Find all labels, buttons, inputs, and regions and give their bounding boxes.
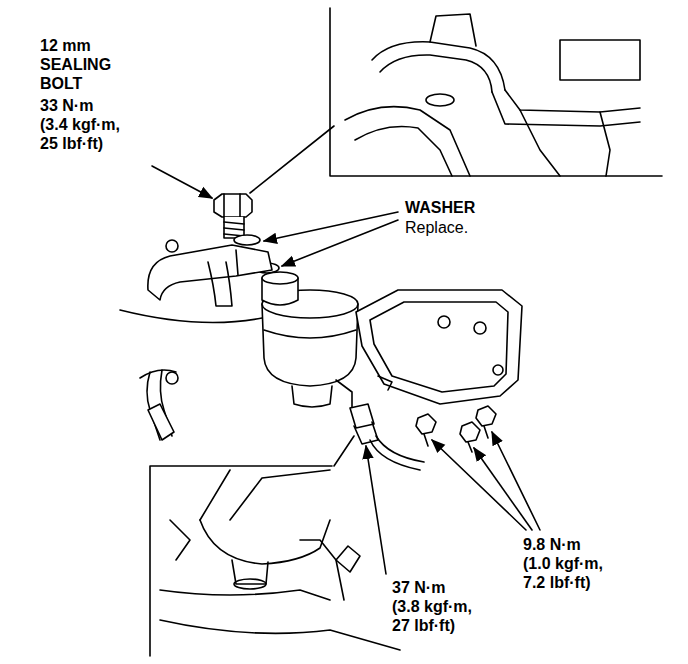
part-name: BOLT: [40, 74, 82, 93]
bracket: [493, 365, 503, 375]
detail-inset: [600, 112, 610, 176]
sealing-bolt: [214, 194, 252, 217]
reservoir: [264, 330, 356, 338]
torque-value: (3.8 kgf·m,: [392, 597, 472, 616]
detail-inset: [560, 40, 640, 80]
mounting-bolt: [484, 426, 488, 438]
detail-inset: [492, 92, 640, 126]
detail-inset: [160, 590, 330, 600]
reservoir: [262, 272, 298, 284]
callout-arrow: [366, 446, 386, 574]
outlet-fitting: [376, 436, 424, 462]
callout-arrow: [474, 448, 532, 530]
callout-arrow: [152, 166, 540, 574]
part-name: WASHER: [405, 198, 475, 217]
torque-value: (3.4 kgf·m,: [40, 115, 120, 134]
torque-value: 7.2 lbf·ft): [523, 573, 591, 592]
sealing-bolt: [224, 194, 240, 217]
mounting-bolt: [416, 406, 496, 452]
leader-line: [250, 126, 334, 193]
mounting-bolt: [476, 406, 496, 426]
hose: [166, 240, 178, 252]
outlet-fitting: [350, 404, 424, 470]
bracket: [356, 290, 522, 404]
bracket: [370, 302, 508, 392]
detail-inset: [200, 470, 330, 520]
detail-inset: [150, 466, 400, 656]
detail-inset: [430, 14, 476, 46]
callout-arrow: [492, 432, 540, 530]
torque-value: 33 N·m: [40, 96, 93, 115]
reservoir: [262, 272, 358, 412]
torque-value: 27 lbf·ft): [392, 616, 455, 635]
bracket: [378, 376, 392, 390]
detail-inset: [150, 466, 332, 656]
note: Replace.: [405, 218, 468, 237]
detail-inset: [170, 520, 190, 560]
hose: [148, 404, 174, 440]
detail-inset: [426, 94, 454, 106]
detail-inset: [355, 127, 452, 177]
sealing-bolt: [224, 222, 244, 236]
reservoir: [292, 386, 332, 407]
sealing-bolt: [234, 235, 260, 245]
mounting-bolt: [416, 414, 436, 434]
mounting-bolt: [424, 434, 428, 446]
bracket: [474, 322, 486, 334]
hose: [166, 372, 178, 384]
outlet-fitting: [354, 422, 378, 444]
detail-inset: [160, 620, 400, 650]
mounting-bolt: [468, 442, 472, 452]
callout-arrow: [282, 220, 398, 266]
hose: [208, 262, 232, 306]
torque-value: 9.8 N·m: [523, 535, 581, 554]
detail-inset: [330, 8, 662, 176]
detail-inset: [505, 90, 640, 112]
part-name: 12 mm: [40, 36, 91, 55]
bracket: [356, 290, 522, 404]
bracket: [438, 316, 450, 328]
hose: [120, 310, 262, 323]
outlet-fitting: [350, 404, 374, 428]
detail-inset: [380, 55, 492, 92]
mounting-bolt: [460, 422, 480, 442]
detail-inset: [300, 540, 344, 600]
leader-line: [334, 436, 354, 466]
detail-inset: [200, 520, 330, 564]
reservoir: [336, 380, 352, 412]
hose: [236, 250, 238, 275]
detail-inset: [330, 8, 662, 176]
torque-value: 25 lbf·ft): [40, 134, 103, 153]
torque-value: 37 N·m: [392, 578, 445, 597]
detail-inset: [520, 110, 560, 176]
hose: [120, 240, 272, 440]
detail-inset: [336, 546, 360, 572]
callout-arrow: [432, 440, 526, 530]
callout-arrow: [264, 212, 398, 241]
torque-value: (1.0 kgf·m,: [523, 554, 603, 573]
outlet-fitting: [370, 440, 420, 470]
detail-inset: [372, 42, 505, 90]
part-name: SEALING: [40, 55, 111, 74]
detail-inset: [234, 579, 266, 589]
detail-inset: [345, 107, 470, 176]
callout-arrow: [152, 166, 212, 198]
